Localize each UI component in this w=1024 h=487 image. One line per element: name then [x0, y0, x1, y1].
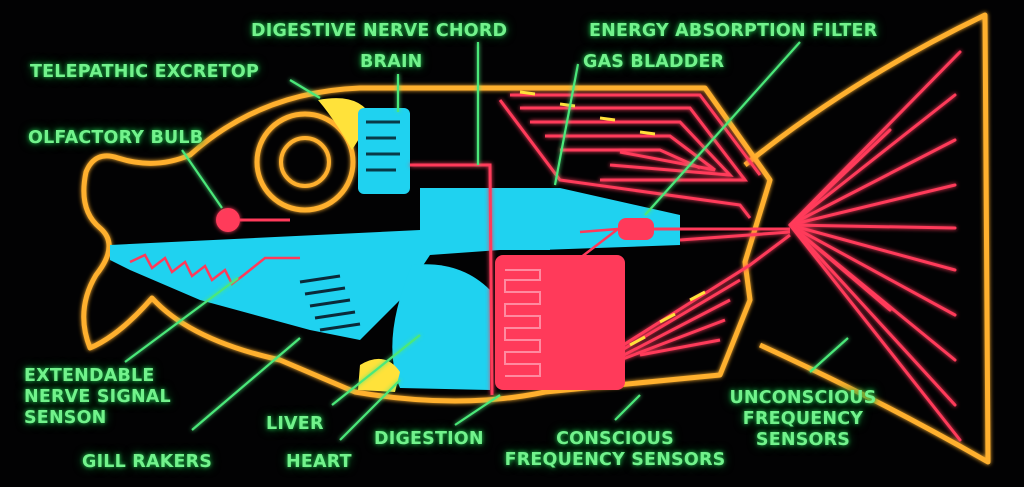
- label-gill-rakers: GILL RAKERS: [82, 452, 213, 472]
- liver-shape: [392, 264, 490, 390]
- label-unconscious-frequency-sensors: UNCONSCIOUS FREQUENCY SENSORS: [729, 388, 877, 450]
- brain-shape: [358, 108, 410, 194]
- label-olfactory-bulb: OLFACTORY BULB: [28, 128, 204, 148]
- tail-fin-rays: [788, 50, 962, 442]
- fish-body-outline: [81, 85, 773, 404]
- energy-absorption-filter-shape: [579, 218, 790, 259]
- tail-fin: [743, 12, 991, 465]
- label-gas-bladder: GAS BLADDER: [583, 52, 725, 72]
- digestion-organ: [495, 255, 625, 390]
- digestive-nerve-chord-line: [410, 163, 494, 396]
- label-heart: HEART: [286, 452, 352, 472]
- olfactory-bulb-shape: [216, 208, 290, 232]
- extendable-nerve-zigzag: [129, 253, 300, 286]
- eye: [254, 111, 356, 213]
- gill-rakers-lines: [299, 274, 361, 332]
- label-telepathic-excretop: TELEPATHIC EXCRETOP: [30, 62, 259, 82]
- dorsal-yellow-dashes: [519, 90, 656, 136]
- label-digestive-nerve-chord: DIGESTIVE NERVE CHORD: [251, 21, 508, 41]
- label-digestion: DIGESTION: [374, 429, 484, 449]
- label-brain: BRAIN: [360, 52, 423, 72]
- leader-lines: [124, 41, 849, 441]
- label-extendable-nerve-signal-senson: EXTENDABLE NERVE SIGNAL SENSON: [24, 366, 171, 428]
- label-liver: LIVER: [266, 414, 324, 434]
- label-conscious-frequency-sensors: CONSCIOUS FREQUENCY SENSORS: [504, 429, 726, 470]
- heart-shape: [358, 358, 400, 392]
- label-energy-absorption-filter: ENERGY ABSORPTION FILTER: [589, 21, 878, 41]
